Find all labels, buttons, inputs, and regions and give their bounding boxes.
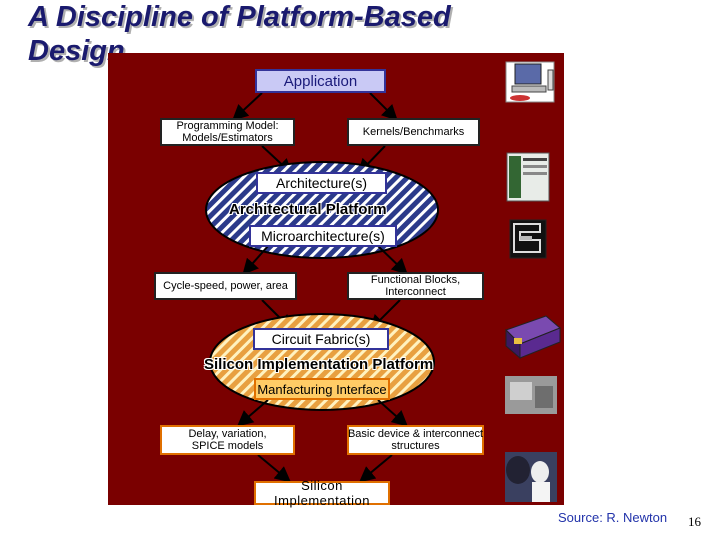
arrow-micro-to-cycle bbox=[242, 245, 269, 275]
silicon-platform-label: Silicon Implementation Platform bbox=[204, 356, 434, 373]
silicon-implementation-box: Silicon Implementation bbox=[254, 478, 390, 508]
cleanroom-worker-photo-icon bbox=[505, 452, 557, 502]
arrow-mfg-to-basic bbox=[377, 399, 408, 427]
functional-blocks-box: Functional Blocks, Interconnect bbox=[347, 272, 484, 300]
microarchitecture-chip-icon bbox=[509, 219, 547, 259]
basic-device-box: Basic device & interconnect structures bbox=[347, 425, 484, 455]
arrow-mfg-to-delay bbox=[236, 399, 269, 427]
arrow-app-to-kernels bbox=[369, 92, 398, 121]
arrow-micro-to-functional bbox=[377, 245, 408, 275]
arrow-delay-to-silicon bbox=[257, 454, 292, 483]
arrow-app-to-model bbox=[232, 92, 263, 121]
page-number: 16 bbox=[688, 514, 701, 529]
kernels-benchmarks-box: Kernels/Benchmarks bbox=[347, 118, 480, 146]
delay-variation-box: Delay, variation, SPICE models bbox=[160, 425, 295, 455]
slide-title: A Discipline of Platform-Based Design bbox=[28, 0, 451, 68]
circuit-fabric-label: Circuit Fabric(s) bbox=[253, 328, 389, 350]
manufacturing-interface-label: Manfacturing Interface bbox=[254, 378, 390, 400]
application-box: Application bbox=[255, 69, 386, 93]
circuit-fabric-chip-icon bbox=[505, 315, 561, 360]
arrow-basic-to-silicon bbox=[358, 454, 393, 483]
computer-workstation-icon bbox=[505, 61, 555, 103]
fab-equipment-photo-icon bbox=[505, 376, 557, 414]
software-window-screenshot-icon bbox=[506, 152, 550, 202]
architecture-label: Architecture(s) bbox=[256, 172, 387, 194]
architectural-platform-label: Architectural Platform bbox=[229, 201, 387, 218]
microarchitecture-label: Microarchitecture(s) bbox=[249, 225, 397, 247]
programming-model-box: Programming Model: Models/Estimators bbox=[160, 118, 295, 146]
source-credit: Source: R. Newton bbox=[558, 510, 668, 525]
cycle-speed-box: Cycle-speed, power, area bbox=[154, 272, 297, 300]
slide-title-line1: A Discipline of Platform-Based bbox=[28, 1, 451, 33]
